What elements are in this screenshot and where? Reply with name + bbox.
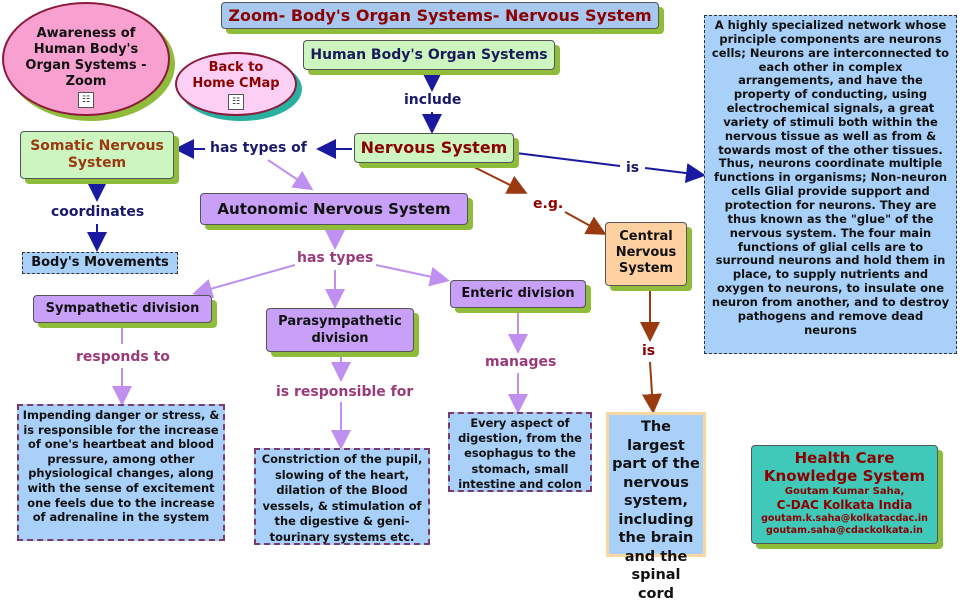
credits-email-2: goutam.saha@cdackolkata.in: [766, 525, 923, 536]
sympathetic-concept: Sympathetic division: [33, 295, 212, 323]
sympathetic-description: Impending danger or stress, & is respons…: [17, 404, 225, 541]
parasympathetic-concept: Parasympathetic division: [266, 308, 414, 352]
enteric-concept: Enteric division: [450, 280, 586, 308]
link-label-eg: e.g.: [533, 196, 564, 212]
credits-author: Goutam Kumar Saha,: [784, 486, 905, 497]
awareness-link-node[interactable]: Awareness of Human Body's Organ Systems …: [2, 2, 170, 116]
concept-map-icon[interactable]: ☷: [78, 92, 94, 108]
link-label-has-types: has types: [297, 250, 374, 266]
page-title: Zoom- Body's Organ Systems- Nervous Syst…: [221, 2, 659, 29]
nervous-system-concept: Nervous System: [354, 133, 514, 163]
somatic-concept: Somatic Nervous System: [20, 131, 174, 179]
concept-map-icon[interactable]: ☷: [228, 94, 244, 110]
enteric-description: Every aspect of digestion, from the esop…: [448, 412, 592, 492]
link-label-has-types-of: has types of: [210, 140, 307, 156]
root-concept: Human Body's Organ Systems: [303, 40, 555, 70]
autonomic-concept: Autonomic Nervous System: [200, 193, 468, 225]
central-nervous-system-concept: Central Nervous System: [605, 222, 687, 286]
awareness-label: Awareness of Human Body's Organ Systems …: [25, 26, 147, 89]
link-label-manages: manages: [485, 354, 557, 370]
credits-box: Health Care Knowledge System Goutam Kuma…: [751, 445, 938, 544]
body-movements-concept: Body's Movements: [22, 252, 178, 274]
credits-heading: Health Care Knowledge System: [763, 449, 926, 485]
link-label-is: is: [626, 160, 640, 176]
central-description: The largest part of the nervous system, …: [606, 412, 706, 602]
connector-lines: [87, 70, 706, 450]
credits-email-1: goutam.k.saha@kolkatacdac.in: [761, 513, 928, 524]
link-label-responds-to: responds to: [76, 349, 170, 365]
back-home-link-node[interactable]: Back to Home CMap ☷: [175, 52, 297, 116]
link-label-is-central: is: [642, 343, 656, 359]
link-label-is-responsible-for: is responsible for: [276, 384, 414, 400]
link-label-include: include: [404, 92, 462, 108]
credits-org: C-DAC Kolkata India: [776, 498, 913, 512]
link-label-coordinates: coordinates: [51, 204, 145, 220]
parasympathetic-description: Constriction of the pupil, slowing of th…: [254, 448, 430, 545]
back-home-label: Back to Home CMap: [192, 60, 280, 91]
nervous-system-definition: A highly specialized network whose princ…: [704, 15, 957, 354]
